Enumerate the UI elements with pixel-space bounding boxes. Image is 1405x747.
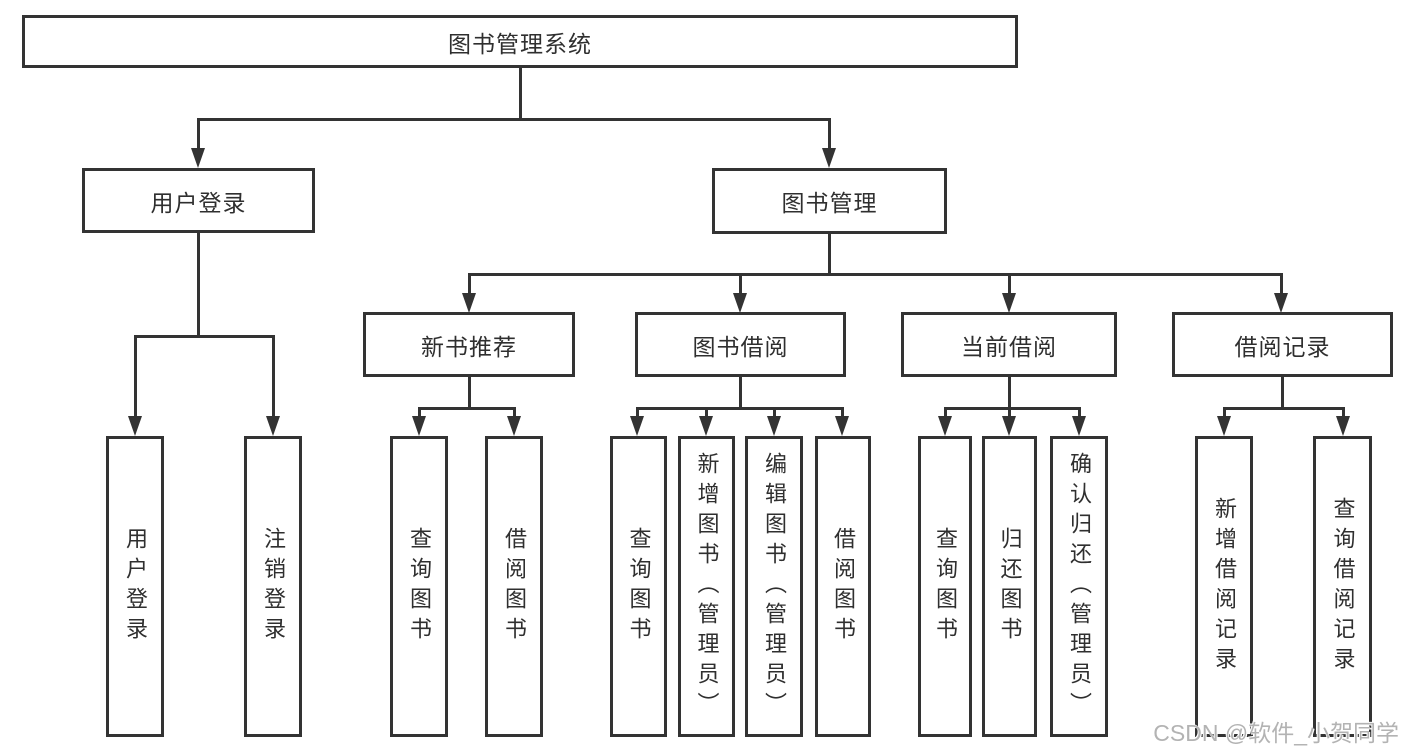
node-root-label: 图书管理系统 bbox=[448, 30, 592, 57]
leaf-add-borrow-record: 新增借阅记录 bbox=[1195, 436, 1253, 737]
connector-stem bbox=[773, 407, 776, 418]
arrowhead-down-icon bbox=[630, 416, 644, 436]
node-root: 图书管理系统 bbox=[22, 15, 1018, 68]
connector-stem bbox=[1008, 273, 1011, 295]
node-borrow-record: 借阅记录 bbox=[1172, 312, 1393, 377]
arrowhead-down-icon bbox=[1002, 293, 1016, 313]
connector-hline bbox=[944, 407, 1081, 410]
connector-stem bbox=[134, 335, 137, 418]
connector-stem bbox=[828, 118, 831, 150]
connector-hline bbox=[469, 273, 1283, 276]
node-book-borrow: 图书借阅 bbox=[635, 312, 846, 377]
node-current-borrow: 当前借阅 bbox=[901, 312, 1117, 377]
leaf-query-borrow-record-label: 查询借阅记录 bbox=[1330, 496, 1356, 677]
arrowhead-down-icon bbox=[822, 148, 836, 168]
connector-stem bbox=[1008, 407, 1011, 418]
connector-stem bbox=[1223, 407, 1226, 418]
arrowhead-down-icon bbox=[462, 293, 476, 313]
connector-vline bbox=[1281, 377, 1284, 407]
connector-vline bbox=[197, 232, 200, 335]
leaf-add-books-admin-label: 新增图书（管理员） bbox=[694, 451, 720, 722]
node-user-login: 用户登录 bbox=[82, 168, 315, 233]
node-book-management-label: 图书管理 bbox=[781, 190, 878, 216]
connector-vline bbox=[468, 377, 471, 407]
csdn-watermark: CSDN @软件_小贺同学 bbox=[1153, 720, 1399, 746]
leaf-logout-label: 注销登录 bbox=[261, 526, 286, 647]
node-borrow-record-label: 借阅记录 bbox=[1234, 333, 1331, 360]
connector-hline bbox=[197, 118, 831, 121]
connector-hline bbox=[636, 407, 844, 410]
connector-vline bbox=[828, 234, 831, 273]
connector-stem bbox=[1078, 407, 1081, 418]
arrowhead-down-icon bbox=[1002, 416, 1016, 436]
connector-stem bbox=[944, 407, 947, 418]
connector-vline bbox=[519, 68, 522, 118]
leaf-query-books-2: 查询图书 bbox=[610, 436, 667, 737]
connector-stem bbox=[272, 335, 275, 418]
leaf-add-books-admin: 新增图书（管理员） bbox=[678, 436, 735, 737]
connector-stem bbox=[636, 407, 639, 418]
leaf-return-books-label: 归还图书 bbox=[997, 526, 1023, 647]
leaf-borrow-books-2: 借阅图书 bbox=[815, 436, 871, 737]
leaf-confirm-return-admin: 确认归还（管理员） bbox=[1050, 436, 1108, 737]
node-new-book-recommend: 新书推荐 bbox=[363, 312, 575, 377]
leaf-user-login-label: 用户登录 bbox=[123, 526, 148, 647]
leaf-add-borrow-record-label: 新增借阅记录 bbox=[1212, 496, 1237, 677]
node-current-borrow-label: 当前借阅 bbox=[961, 333, 1057, 360]
connector-stem bbox=[418, 407, 421, 418]
leaf-borrow-books-2-label: 借阅图书 bbox=[831, 526, 856, 647]
leaf-user-login: 用户登录 bbox=[106, 436, 164, 737]
node-new-book-recommend-label: 新书推荐 bbox=[421, 333, 517, 360]
connector-hline bbox=[1223, 407, 1345, 410]
leaf-query-books-1-label: 查询图书 bbox=[407, 526, 432, 647]
arrowhead-down-icon bbox=[412, 416, 426, 436]
leaf-query-borrow-record: 查询借阅记录 bbox=[1313, 436, 1372, 737]
node-book-borrow-label: 图书借阅 bbox=[692, 333, 789, 360]
node-book-management: 图书管理 bbox=[712, 168, 947, 234]
arrowhead-down-icon bbox=[835, 416, 849, 436]
arrowhead-down-icon bbox=[1217, 416, 1231, 436]
leaf-query-books-3-label: 查询图书 bbox=[933, 526, 958, 647]
connector-stem bbox=[841, 407, 844, 418]
arrowhead-down-icon bbox=[191, 148, 205, 168]
leaf-logout: 注销登录 bbox=[244, 436, 302, 737]
connector-vline bbox=[739, 377, 742, 407]
connector-hline bbox=[418, 407, 516, 410]
arrowhead-down-icon bbox=[699, 416, 713, 436]
connector-stem bbox=[513, 407, 516, 418]
arrowhead-down-icon bbox=[1274, 293, 1288, 313]
leaf-borrow-books-1-label: 借阅图书 bbox=[502, 526, 527, 647]
connector-vline bbox=[1008, 377, 1011, 407]
leaf-query-books-1: 查询图书 bbox=[390, 436, 448, 737]
leaf-return-books: 归还图书 bbox=[982, 436, 1037, 737]
leaf-query-books-3: 查询图书 bbox=[918, 436, 972, 737]
leaf-edit-books-admin: 编辑图书（管理员） bbox=[745, 436, 803, 737]
connector-stem bbox=[197, 118, 200, 150]
arrowhead-down-icon bbox=[767, 416, 781, 436]
arrowhead-down-icon bbox=[1336, 416, 1350, 436]
leaf-edit-books-admin-label: 编辑图书（管理员） bbox=[762, 451, 787, 722]
connector-stem bbox=[1280, 273, 1283, 295]
arrowhead-down-icon bbox=[938, 416, 952, 436]
connector-stem bbox=[1342, 407, 1345, 418]
arrowhead-down-icon bbox=[128, 416, 142, 436]
connector-hline bbox=[134, 335, 275, 338]
leaf-borrow-books-1: 借阅图书 bbox=[485, 436, 543, 737]
arrowhead-down-icon bbox=[507, 416, 521, 436]
connector-stem bbox=[705, 407, 708, 418]
leaf-query-books-2-label: 查询图书 bbox=[626, 526, 652, 647]
arrowhead-down-icon bbox=[1072, 416, 1086, 436]
connector-stem bbox=[468, 273, 471, 295]
node-user-login-label: 用户登录 bbox=[150, 189, 247, 216]
leaf-confirm-return-admin-label: 确认归还（管理员） bbox=[1067, 451, 1092, 722]
arrowhead-down-icon bbox=[733, 293, 747, 313]
connector-stem bbox=[739, 273, 742, 295]
arrowhead-down-icon bbox=[266, 416, 280, 436]
